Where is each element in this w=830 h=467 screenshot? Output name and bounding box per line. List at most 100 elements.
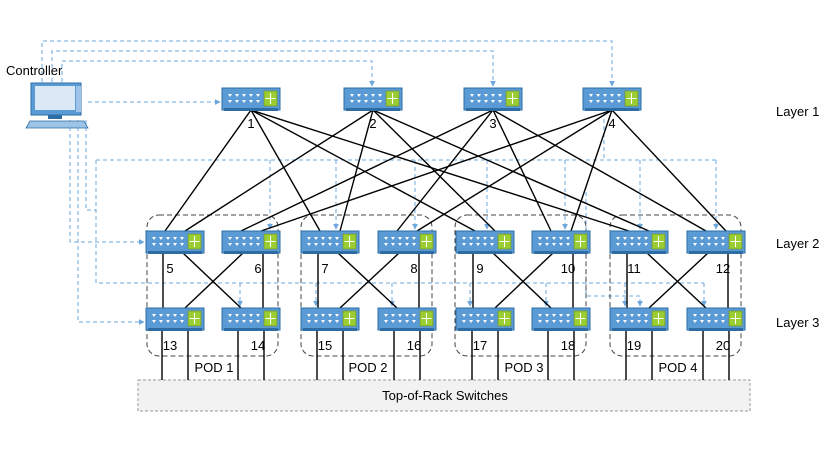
- port-icon: [249, 314, 253, 317]
- switch-base: [224, 328, 278, 331]
- switch-base: [534, 251, 588, 254]
- port-icon: [412, 314, 416, 317]
- port-icon: [328, 243, 332, 246]
- switch-label: 8: [410, 261, 417, 276]
- port-icon: [596, 94, 600, 97]
- panel-cross-icon: [575, 236, 586, 247]
- port-icon: [307, 243, 311, 246]
- switch-base: [148, 328, 202, 331]
- port-icon: [180, 320, 184, 323]
- port-icon: [384, 320, 388, 323]
- port-icon: [484, 94, 488, 97]
- port-icon: [391, 320, 395, 323]
- port-icon: [498, 100, 502, 103]
- port-icon: [707, 314, 711, 317]
- pod-label: POD 3: [504, 360, 543, 375]
- port-icon: [235, 100, 239, 103]
- port-icon: [693, 243, 697, 246]
- labels: Controller Layer 1 Layer 2 Layer 3 Top-o…: [6, 63, 819, 403]
- port-icon: [469, 314, 473, 317]
- port-icon: [384, 314, 388, 317]
- port-icon: [350, 94, 354, 97]
- port-icon: [693, 320, 697, 323]
- switch-label: 2: [369, 116, 376, 131]
- port-icon: [700, 237, 704, 240]
- port-icon: [484, 100, 488, 103]
- agg-edge-link: [492, 252, 552, 309]
- panel-cross-icon: [265, 313, 276, 324]
- port-icon: [538, 314, 542, 317]
- port-icon: [256, 237, 260, 240]
- port-icon: [391, 237, 395, 240]
- port-icon: [637, 237, 641, 240]
- switch-12: 12: [686, 230, 746, 276]
- switch-label: 12: [716, 261, 730, 276]
- port-icon: [623, 243, 627, 246]
- port-icon: [623, 320, 627, 323]
- port-icon: [644, 243, 648, 246]
- port-icon: [476, 320, 480, 323]
- port-icon: [228, 237, 232, 240]
- port-icon: [476, 314, 480, 317]
- port-icon: [307, 237, 311, 240]
- port-icon: [180, 237, 184, 240]
- control-link: [61, 60, 375, 87]
- panel-cross-icon: [730, 313, 741, 324]
- port-icon: [469, 320, 473, 323]
- port-icon: [321, 237, 325, 240]
- port-icon: [538, 320, 542, 323]
- port-icon: [491, 94, 495, 97]
- port-icon: [545, 237, 549, 240]
- port-icon: [566, 237, 570, 240]
- core-agg-link: [164, 109, 252, 232]
- port-icon: [242, 100, 246, 103]
- port-icon: [242, 237, 246, 240]
- core-agg-link: [339, 109, 374, 232]
- agg-edge-link: [494, 252, 554, 309]
- port-icon: [490, 237, 494, 240]
- switch-20: 20: [686, 307, 746, 353]
- agg-edge-link: [337, 252, 398, 309]
- port-icon: [152, 237, 156, 240]
- port-icon: [371, 94, 375, 97]
- switch-base: [689, 328, 743, 331]
- port-icon: [235, 243, 239, 246]
- port-icon: [721, 243, 725, 246]
- port-icon: [610, 100, 614, 103]
- port-icon: [159, 314, 163, 317]
- port-icon: [545, 243, 549, 246]
- switch-base: [224, 108, 278, 111]
- port-icon: [476, 237, 480, 240]
- switch-label: 16: [407, 338, 421, 353]
- port-icon: [707, 237, 711, 240]
- port-icon: [637, 243, 641, 246]
- port-icon: [559, 237, 563, 240]
- switch-base: [346, 108, 400, 111]
- tor-box: [137, 379, 751, 412]
- switch-6: 6: [221, 230, 281, 276]
- port-icon: [321, 314, 325, 317]
- port-icon: [405, 314, 409, 317]
- switch-label: 20: [716, 338, 730, 353]
- port-icon: [559, 314, 563, 317]
- port-icon: [616, 320, 620, 323]
- port-icon: [412, 320, 416, 323]
- port-icon: [483, 237, 487, 240]
- port-icon: [644, 237, 648, 240]
- port-icon: [700, 314, 704, 317]
- switch-label: 10: [561, 261, 575, 276]
- panel-cross-icon: [653, 313, 664, 324]
- screen: [35, 86, 75, 110]
- port-icon: [707, 243, 711, 246]
- port-icon: [166, 314, 170, 317]
- port-icon: [630, 314, 634, 317]
- panel-cross-icon: [265, 236, 276, 247]
- pod-box: [146, 214, 279, 357]
- port-icon: [405, 237, 409, 240]
- port-icon: [559, 243, 563, 246]
- port-icon: [490, 243, 494, 246]
- port-icon: [700, 320, 704, 323]
- agg-edge-link: [182, 252, 242, 309]
